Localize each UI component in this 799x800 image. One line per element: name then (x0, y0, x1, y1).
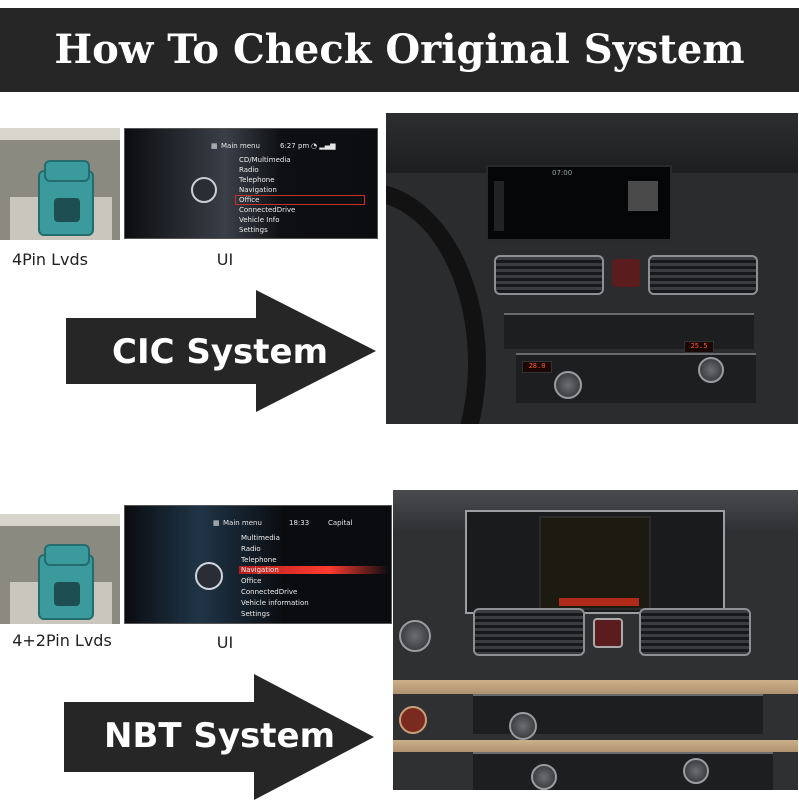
right-climate-knob[interactable] (683, 758, 709, 784)
lvds-plug-cap (44, 160, 90, 182)
cic-connector-image (0, 128, 120, 240)
menu-item-office[interactable]: Office (241, 577, 262, 585)
menu-item-connecteddrive[interactable]: ConnectedDrive (239, 206, 296, 214)
start-stop-button[interactable] (399, 706, 427, 734)
menu-item-office[interactable]: Office (235, 195, 365, 205)
lvds-plug-cap (44, 544, 90, 566)
connector-housing-edge (0, 128, 120, 140)
car-display-highlight (559, 598, 639, 606)
menu-header-time: 18:33 (289, 519, 310, 527)
cic-arrow-label: CIC System (112, 332, 329, 372)
menu-item-radio[interactable]: Radio (241, 545, 261, 553)
menu-item-vehicle-info[interactable]: Vehicle Info (239, 216, 280, 224)
nbt-connector-image (0, 514, 120, 624)
menu-item-vehicle-information[interactable]: Vehicle information (241, 599, 309, 607)
wood-trim-lower (393, 740, 798, 752)
cic-dashboard-photo: 07:00 28.0 25.5 (386, 113, 798, 424)
radio-panel (504, 313, 754, 349)
nbt-ui-caption: UI (216, 633, 234, 652)
left-radio-knob[interactable] (509, 712, 537, 740)
center-air-vent-right (648, 255, 758, 295)
car-display-album-art (628, 181, 658, 211)
hazard-button[interactable] (612, 259, 640, 287)
car-display-sidebar (494, 181, 504, 231)
cic-screen-background (125, 129, 377, 238)
menu-item-cd-multimedia[interactable]: CD/Multimedia (239, 156, 291, 164)
center-air-vent-left (473, 608, 585, 656)
right-climate-knob[interactable] (698, 357, 724, 383)
car-display: 07:00 (486, 165, 672, 241)
controller-knob-icon (191, 177, 217, 203)
car-display (539, 516, 651, 610)
menu-item-radio[interactable]: Radio (239, 166, 259, 174)
nbt-ui-screen: ▦ Main menu 18:33 Capital Multimedia Rad… (124, 505, 392, 624)
menu-item-telephone[interactable]: Telephone (239, 176, 275, 184)
right-temp-display: 25.5 (684, 341, 714, 353)
nbt-connector-caption: 4+2Pin Lvds (12, 631, 112, 650)
car-display-time: 07:00 (552, 169, 573, 177)
lvds-plug (38, 544, 94, 620)
lvds-plug (38, 160, 94, 236)
signal-icon: ◔ ▂▄▆ (311, 142, 336, 150)
connector-housing-edge (0, 514, 120, 526)
menu-item-settings[interactable]: Settings (241, 610, 270, 618)
menu-item-telephone[interactable]: Telephone (241, 556, 277, 564)
left-climate-knob[interactable] (554, 371, 582, 399)
menu-header-title: Main menu (223, 519, 262, 527)
dashboard-top (386, 113, 798, 173)
controller-knob-icon (195, 562, 223, 590)
cic-connector-caption: 4Pin Lvds (11, 250, 89, 269)
menu-item-connecteddrive[interactable]: ConnectedDrive (241, 588, 298, 596)
lvds-plug-socket (54, 198, 80, 222)
nbt-arrow (64, 674, 374, 800)
menu-header-time: 6:27 pm (280, 142, 310, 150)
nbt-arrow-label: NBT System (104, 716, 336, 756)
menu-icon: ▦ (213, 519, 220, 527)
menu-item-navigation[interactable]: Navigation (239, 566, 389, 574)
title-banner: How To Check Original System (0, 8, 799, 92)
nbt-screen-background (125, 506, 391, 623)
cic-ui-caption: UI (216, 250, 234, 269)
nbt-dashboard-photo (393, 490, 798, 790)
menu-item-multimedia[interactable]: Multimedia (241, 534, 280, 542)
left-climate-knob[interactable] (531, 764, 557, 790)
lvds-plug-socket (54, 582, 80, 606)
menu-header-location: Capital (328, 519, 353, 527)
cic-arrow (66, 290, 376, 412)
cic-ui-screen: ▦ Main menu 6:27 pm ◔ ▂▄▆ CD/Multimedia … (124, 128, 378, 239)
left-temp-display: 28.0 (522, 361, 552, 373)
steering-wheel (386, 183, 486, 424)
climate-panel (473, 752, 773, 790)
menu-icon: ▦ (211, 142, 218, 150)
start-stop-knob[interactable] (399, 620, 431, 652)
menu-item-navigation[interactable]: Navigation (239, 186, 277, 194)
menu-item-settings[interactable]: Settings (239, 226, 268, 234)
menu-header-title: Main menu (221, 142, 260, 150)
center-air-vent-left (494, 255, 604, 295)
wood-trim (393, 680, 798, 694)
center-air-vent-right (639, 608, 751, 656)
hazard-button[interactable] (593, 618, 623, 648)
page-title: How To Check Original System (54, 26, 745, 73)
